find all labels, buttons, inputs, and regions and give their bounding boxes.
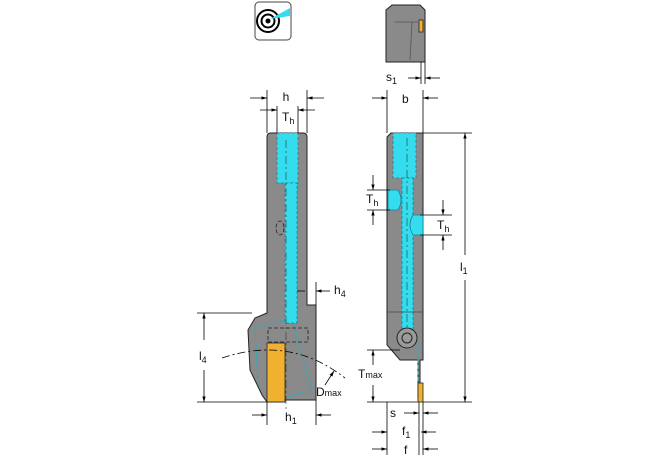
top-view: s1 <box>385 4 440 86</box>
label-th-side-left: Th <box>366 192 378 208</box>
dimension-th-side-left: Th <box>366 175 390 225</box>
front-view <box>221 132 346 410</box>
dimension-h1: h1 <box>252 400 331 426</box>
dimension-dmax: Dmax <box>316 370 342 399</box>
coolant-target-icon <box>254 1 292 41</box>
dimension-th-side-right: Th <box>420 200 452 250</box>
dimension-s: s <box>386 402 438 455</box>
label-s: s <box>390 406 396 420</box>
label-tmax: Tmax <box>358 367 383 381</box>
label-th-side-right: Th <box>437 218 449 234</box>
label-f: f <box>404 443 408 457</box>
label-f1: f1 <box>402 424 410 440</box>
dimension-l1: l1 <box>423 132 472 403</box>
dimension-th-front: Th <box>260 106 315 133</box>
dimension-h4: h4 <box>297 282 346 305</box>
label-b: b <box>402 92 409 106</box>
label-th: Th <box>282 110 294 126</box>
label-h4: h4 <box>334 283 346 299</box>
label-s1: s1 <box>386 70 397 86</box>
dimension-f1: f1 <box>372 424 436 440</box>
label-h: h <box>283 90 290 104</box>
dimension-tmax: Tmax <box>358 349 418 403</box>
label-dmax: Dmax <box>316 385 342 399</box>
label-l4: l4 <box>199 349 207 365</box>
dimension-h: h <box>250 90 324 133</box>
dimension-f: f <box>372 443 438 457</box>
label-h1: h1 <box>285 410 297 426</box>
side-view <box>386 132 424 403</box>
dimension-l4: l4 <box>197 312 267 403</box>
label-l1: l1 <box>460 260 468 276</box>
dimension-b: b <box>372 90 438 133</box>
